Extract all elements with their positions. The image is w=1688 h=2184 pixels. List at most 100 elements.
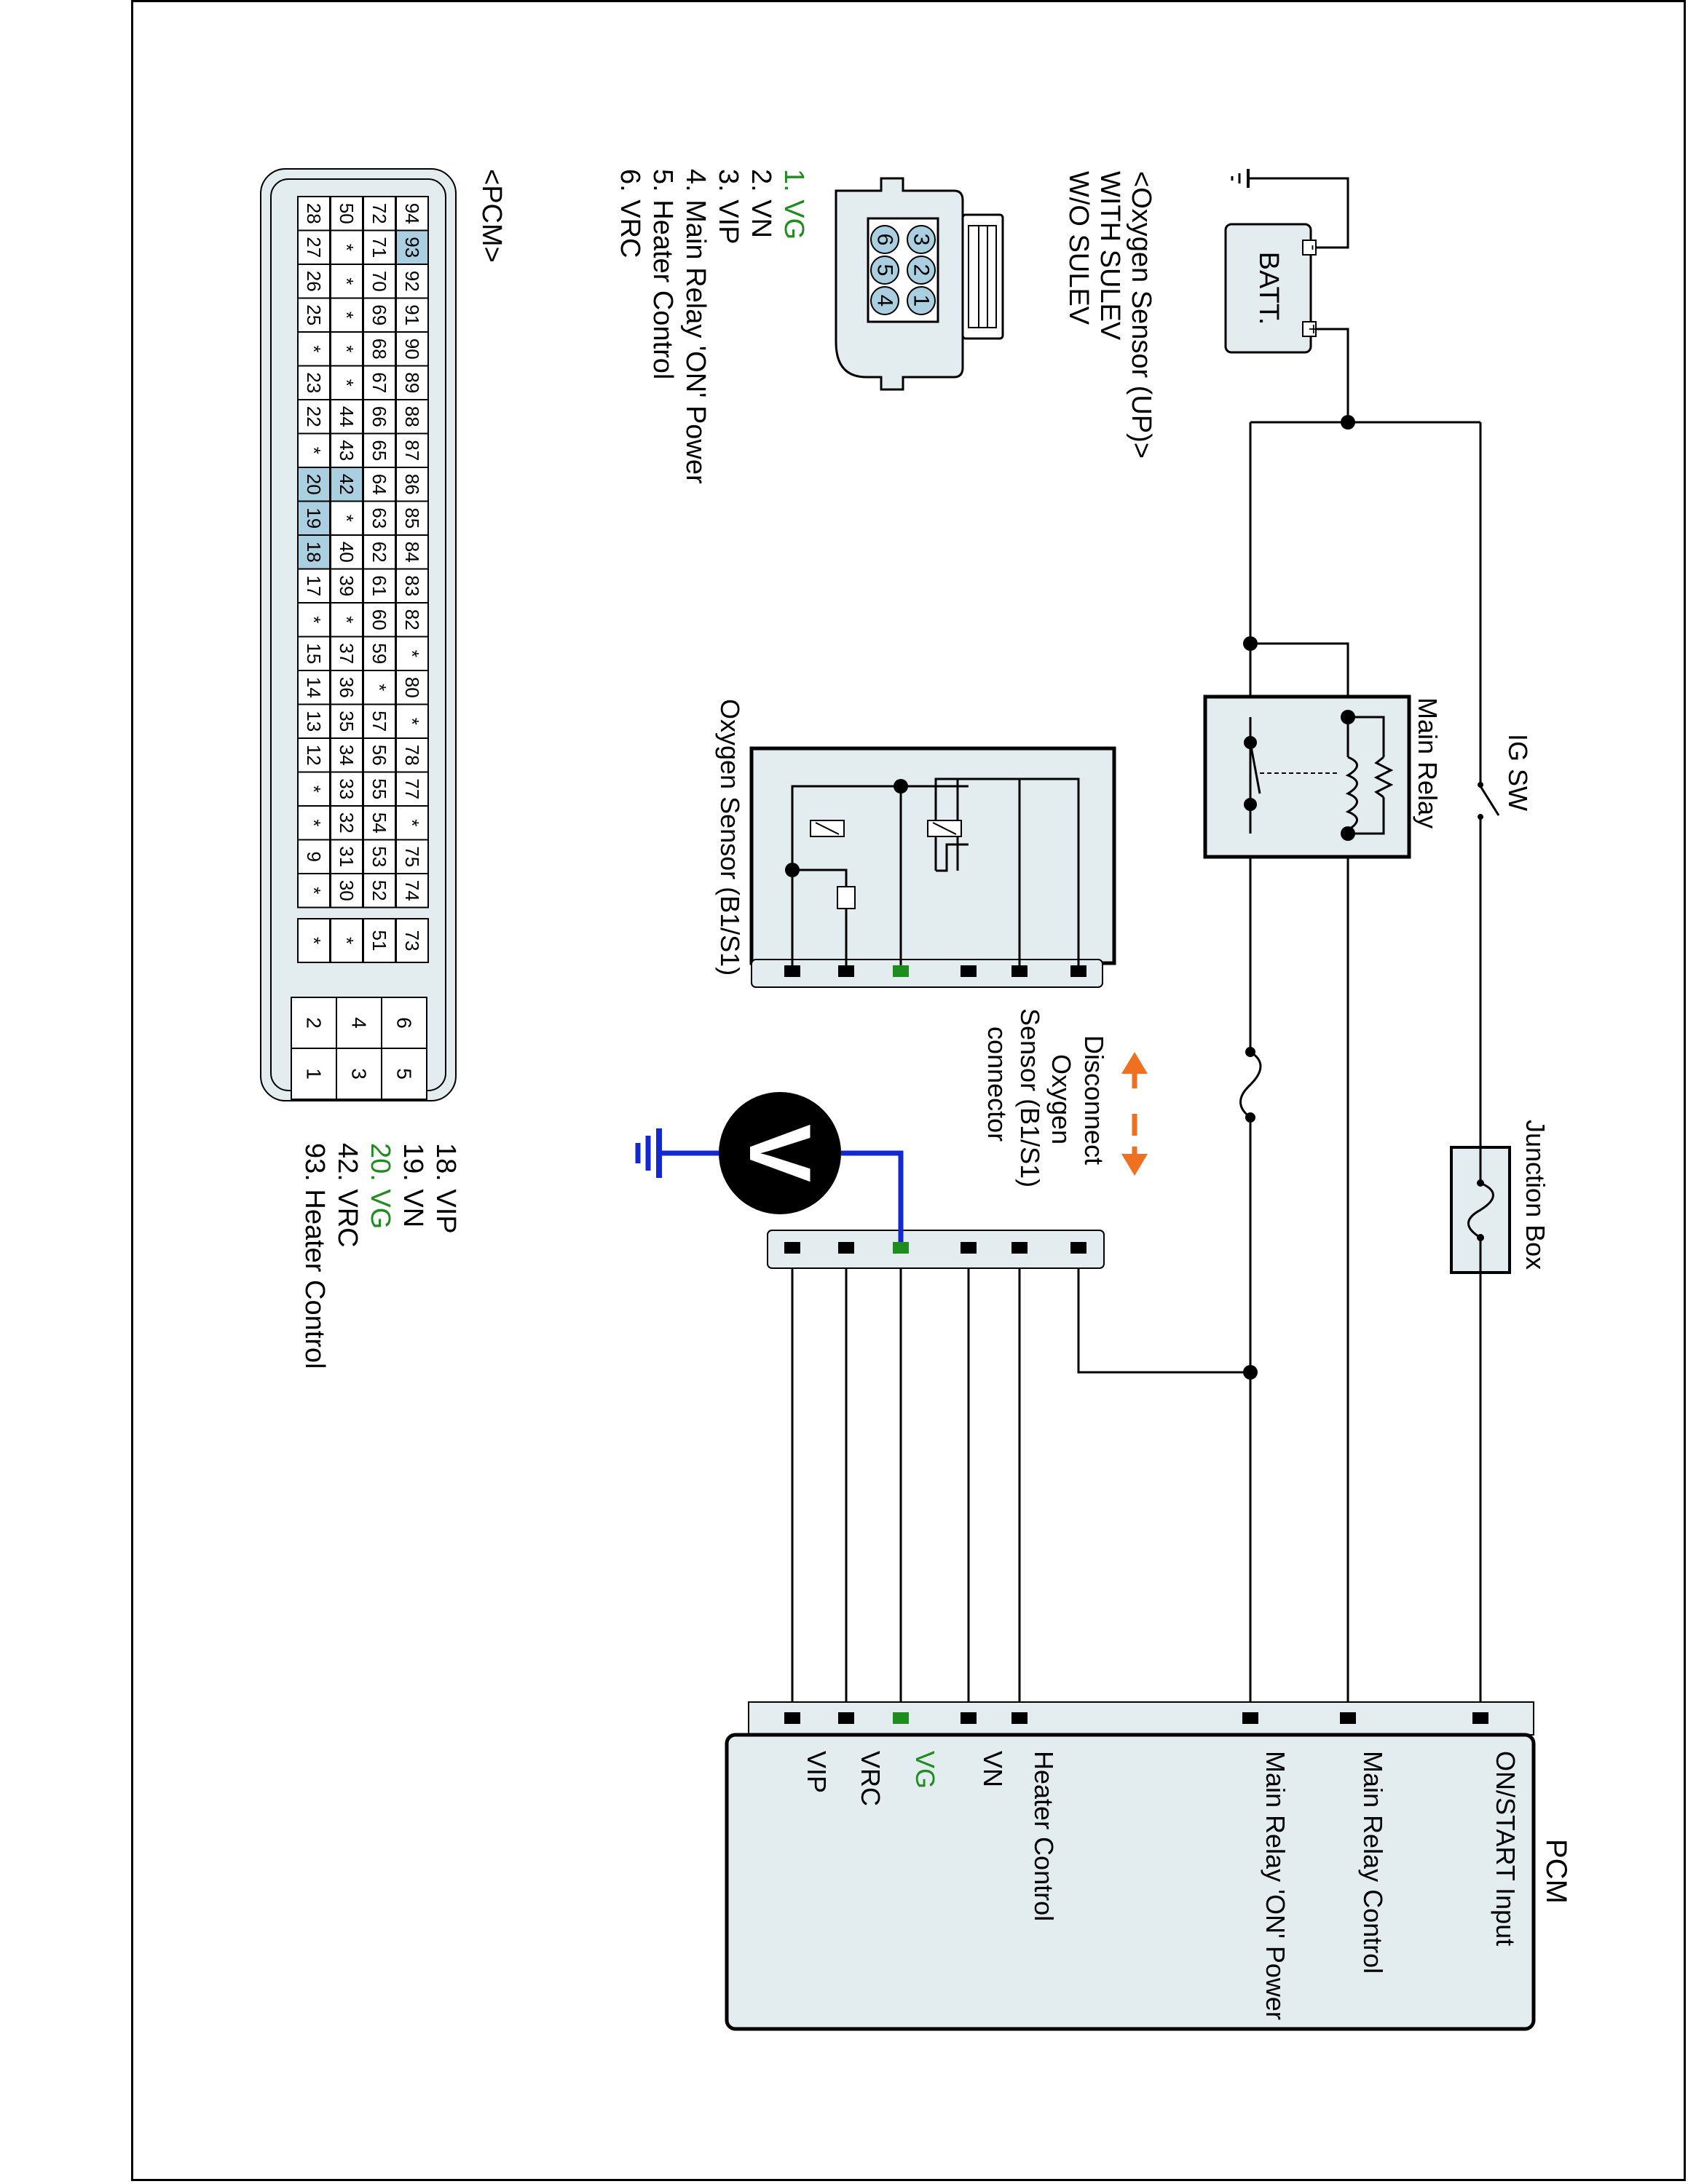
pcm-pin-r1-c13: 59: [368, 643, 390, 664]
junction-dots: [1243, 415, 1355, 1380]
oxygen-sensor: Oxygen Sensor (B1/S1): [715, 699, 1116, 988]
pcm-pin-r2-c14: 36: [336, 677, 358, 698]
pcm-pin-r2-c11: 39: [336, 575, 358, 596]
pcm-pin-r3-c7-cell: [297, 432, 331, 468]
pcm-pin-r3-c12-cell: [297, 602, 331, 638]
pcm-pin-20: 20. VG: [365, 1143, 395, 1229]
pcm-pin-r3-c16: 12: [303, 745, 325, 766]
pcm-pin-r3-c4-cell: [297, 331, 331, 367]
connector-pin-1-label: 1: [910, 295, 934, 307]
pcm-title: PCM: [1540, 1839, 1572, 1904]
pcm-terminal-vrc: VRC: [856, 1751, 886, 1806]
pcm-pin-r1-c17: 55: [368, 778, 390, 799]
legend-title-line-3: W/O SULEV: [1063, 171, 1094, 325]
pcm-pin-r0-c5: 89: [401, 372, 423, 393]
pcm-pin-r1-c8: 64: [368, 474, 390, 495]
pcm-pin-r3-c6: 22: [303, 406, 325, 427]
pcm-pin-r1-c9: 63: [368, 507, 390, 529]
pcm-pin-r0-c19: 75: [401, 846, 423, 867]
pcm-pin-r0-c17-cell: [395, 771, 429, 807]
pcm-pin-r3-c14-cell: [297, 670, 331, 705]
connector-pin-6: 6: [870, 225, 899, 254]
pcm-pin-18: 18. VIP: [430, 1143, 461, 1234]
pcm-pin-r1-c8-cell: [363, 467, 396, 502]
pcm-pin-r3-c12: *: [303, 616, 325, 623]
pcm-pin-r2-c1-cell: [330, 229, 363, 265]
pcm-pin-r3-c7: *: [303, 447, 325, 454]
pcm-pin-r2-c9: *: [336, 515, 358, 522]
pcm-pin-42: 42. VRC: [332, 1143, 363, 1248]
disconnect-line-4: connector: [982, 1026, 1012, 1142]
pcm-pin-r3-c18-cell: [297, 805, 331, 841]
pcm-pin-r3-c4: *: [303, 345, 325, 352]
connector-pin-4: 4: [870, 286, 899, 315]
pcm-pin-r0-c7: 87: [401, 440, 423, 461]
pcm-connector-title: <PCM>: [476, 169, 507, 263]
pcm-pin-r3-c1: 27: [303, 237, 325, 258]
pcm-pin-r2-c17: 33: [336, 778, 358, 799]
voltmeter: V: [635, 1092, 904, 1242]
disconnect-line-2: Oxygen: [1046, 1054, 1076, 1144]
connector-pin-5-label: 5: [873, 264, 897, 277]
pcm-terminal-vn: VN: [978, 1751, 1008, 1787]
pcm-pin-r0-c19-cell: [395, 839, 429, 874]
pcm-big-pin-3: 3: [348, 1068, 371, 1080]
pcm-pin-r2-c15: 35: [336, 711, 358, 732]
pcm-pin-r2-c5: *: [336, 379, 358, 387]
pcm-pin-r0-c2: 92: [401, 271, 423, 292]
pcm-big-pin-6: 6: [393, 1017, 416, 1029]
pcm-pin-r3-c19-cell: [297, 839, 331, 874]
legend-pin-6: 6. VRC: [615, 169, 645, 258]
pcm-pin-r2-c7: 43: [336, 440, 358, 461]
pcm-big-pin-4: 4: [348, 1017, 371, 1029]
ig-switch: IG SW: [1471, 734, 1533, 830]
pcm-big-pin-3-cell: [336, 1048, 382, 1100]
pcm-pin-r0-c8: 86: [401, 474, 423, 495]
pcm-pin-r3-c20: *: [303, 887, 325, 894]
pcm-pin-r0-c16-cell: [395, 737, 429, 773]
pcm-pin-r3-c19: 9: [303, 852, 325, 862]
pcm-pin-r2-c18: 32: [336, 812, 358, 834]
pcm-pin-r1-c10: 62: [368, 542, 390, 563]
pcm-pin-r3-c3-cell: [297, 297, 331, 333]
pcm-terminal-heater-control: Heater Control: [1029, 1751, 1059, 1921]
legend-title-line-1: <Oxygen Sensor (UP)>: [1126, 171, 1156, 459]
pcm-pin-r1-c15: 57: [368, 711, 390, 732]
pcm-side-pin-1-cell: [363, 918, 396, 963]
voltmeter-symbol: V: [731, 1124, 829, 1182]
pcm-big-pin-5: 5: [393, 1068, 416, 1080]
pcm-side-pin-1: 51: [368, 930, 390, 951]
pcm-side-pin-3: *: [303, 937, 325, 944]
pcm-pin-r2-c18-cell: [330, 805, 363, 841]
connector-pin-1: 1: [907, 286, 936, 315]
main-relay-label: Main Relay: [1413, 697, 1443, 828]
pcm-pin-r1-c4-cell: [363, 331, 396, 367]
pcm-pin-r0-c12-cell: [395, 602, 429, 638]
pcm-pin-r1-c0: 72: [368, 203, 390, 224]
pcm-pin-r3-c11-cell: [297, 568, 331, 604]
pcm-pin-r2-c3: *: [336, 312, 358, 319]
pcm-pin-r3-c10: 18: [303, 542, 325, 563]
pcm-pin-r1-c7: 65: [368, 440, 390, 461]
legend-pin-4: 4. Main Relay 'ON' Power: [680, 169, 711, 484]
disconnect-line-1: Disconnect: [1079, 1035, 1109, 1165]
pcm-pin-r3-c0: 28: [303, 203, 325, 224]
junction-box: Junction Box: [1450, 1120, 1550, 1274]
main-relay: Main Relay: [1203, 695, 1443, 859]
pcm-pin-r3-c9: 19: [303, 507, 325, 529]
pcm-side-pin-3-cell: [297, 918, 331, 963]
pcm-pin-r0-c14-cell: [395, 670, 429, 705]
pcm-big-pin-2: 2: [303, 1017, 326, 1029]
harness-connector: [767, 1230, 1105, 1269]
pcm-pin-r1-c2: 70: [368, 271, 390, 292]
pcm-pin-r0-c8-cell: [395, 467, 429, 502]
connector-pin-4-label: 4: [873, 295, 897, 307]
pcm-pin-r1-c0-cell: [363, 196, 396, 232]
pcm-pin-r0-c10: 84: [401, 542, 423, 563]
pcm-pin-r2-c16: 34: [336, 745, 358, 766]
pcm-pin-r2-c10: 40: [336, 542, 358, 563]
pcm-pin-r2-c6: 44: [336, 406, 358, 427]
pcm-connector-grid: 94939291908988878685848382*80*7877*75747…: [291, 196, 429, 1100]
pcm-pin-r0-c12: 82: [401, 609, 423, 630]
pcm-pin-r3-c16-cell: [297, 737, 331, 773]
